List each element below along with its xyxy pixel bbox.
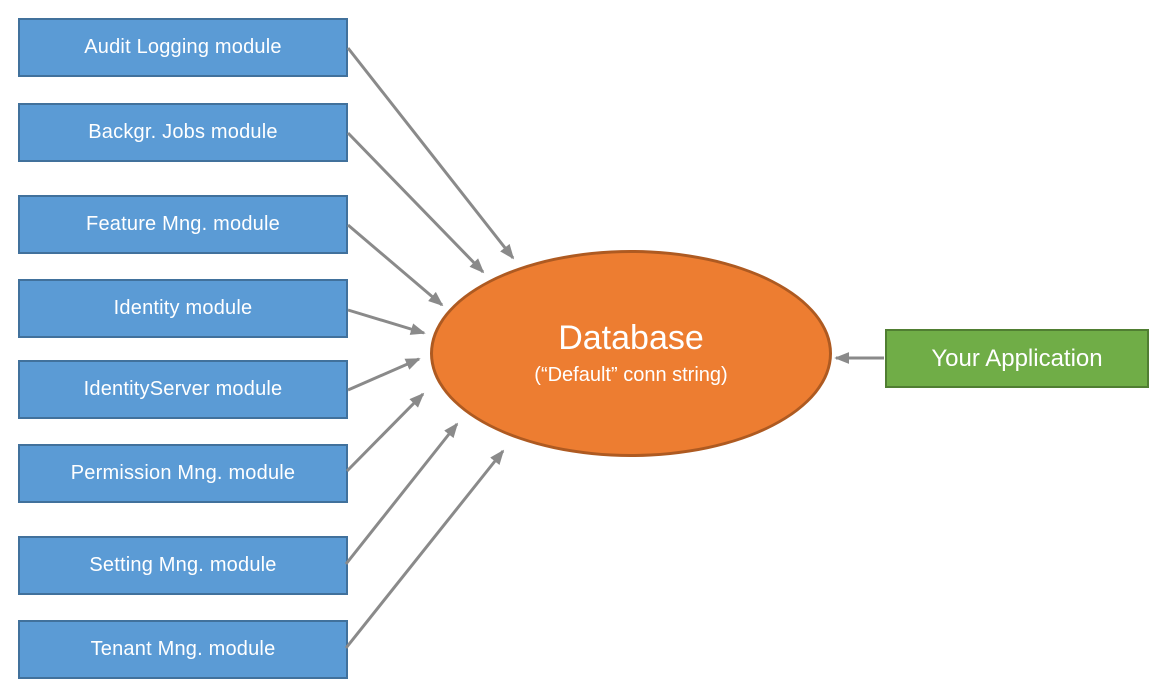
arrow-tenant-management-to-database <box>344 449 505 649</box>
arrow-feature-management-to-database <box>347 223 444 307</box>
module-box-identity: Identity module <box>18 279 348 338</box>
module-label: Setting Mng. module <box>89 554 277 576</box>
module-label: Feature Mng. module <box>86 213 280 235</box>
arrow-identityserver-to-database <box>347 357 421 392</box>
application-label: Your Application <box>931 344 1103 372</box>
module-box-background-jobs: Backgr. Jobs module <box>18 103 348 162</box>
module-box-feature-management: Feature Mng. module <box>18 195 348 254</box>
database-subtitle: (“Default” conn string) <box>534 364 728 387</box>
database-ellipse: Database (“Default” conn string) <box>430 250 832 457</box>
module-box-audit-logging: Audit Logging module <box>18 18 348 77</box>
module-label: Permission Mng. module <box>70 462 296 484</box>
module-label: Tenant Mng. module <box>90 638 276 660</box>
module-box-identityserver: IdentityServer module <box>18 360 348 419</box>
module-box-permission-management: Permission Mng. module <box>18 444 348 503</box>
arrow-background-jobs-to-database <box>346 131 485 274</box>
module-label: Backgr. Jobs module <box>88 121 278 143</box>
module-label: Audit Logging module <box>84 36 282 58</box>
arrow-permission-management-to-database <box>345 392 425 473</box>
module-label: Identity module <box>113 297 253 319</box>
module-box-tenant-management: Tenant Mng. module <box>18 620 348 679</box>
arrow-setting-management-to-database <box>344 422 459 565</box>
application-box: Your Application <box>885 329 1149 388</box>
arrow-audit-logging-to-database <box>346 47 515 260</box>
arrow-identity-to-database <box>347 308 426 335</box>
database-title: Database <box>558 318 704 357</box>
module-box-setting-management: Setting Mng. module <box>18 536 348 595</box>
module-label: IdentityServer module <box>83 378 283 400</box>
